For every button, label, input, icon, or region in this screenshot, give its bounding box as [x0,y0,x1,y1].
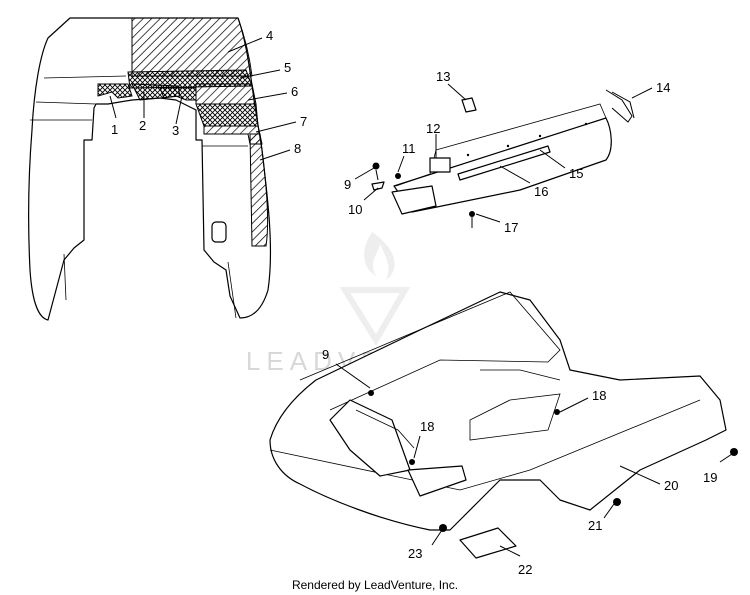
footer-credit: Rendered by LeadVenture, Inc. [0,578,750,592]
callout-9-lower: 9 [322,347,329,362]
callout-23: 23 [408,546,422,561]
hood-assembly [28,17,272,321]
callout-15: 15 [569,166,583,181]
callout-14: 14 [656,80,670,95]
callout-13: 13 [436,69,450,84]
callout-10: 10 [348,202,362,217]
callout-9-upper: 9 [344,177,351,192]
callout-21: 21 [588,518,602,533]
footer-text: Rendered by LeadVenture, Inc. [291,578,459,592]
callout-12: 12 [426,121,440,136]
callout-labels: 1 2 3 4 5 6 7 8 9 10 11 12 13 14 15 16 1… [111,28,717,577]
callout-4: 4 [266,28,273,43]
callout-1: 1 [111,122,118,137]
callout-2: 2 [139,118,146,133]
belly-pan-assembly [269,291,738,559]
callout-3: 3 [172,123,179,138]
callout-6: 6 [291,84,298,99]
callout-11: 11 [402,141,416,156]
front-cover-assembly [371,89,635,228]
callout-8: 8 [294,141,301,156]
callout-5: 5 [284,60,291,75]
callout-18-left: 18 [420,419,434,434]
callout-19: 19 [703,470,717,485]
callout-22: 22 [518,562,532,577]
callout-17: 17 [504,220,518,235]
callout-7: 7 [300,114,307,129]
callout-18-right: 18 [592,388,606,403]
leader-lines [109,37,733,557]
callout-20: 20 [664,478,678,493]
watermark-logo [339,232,411,346]
callout-16: 16 [534,184,548,199]
